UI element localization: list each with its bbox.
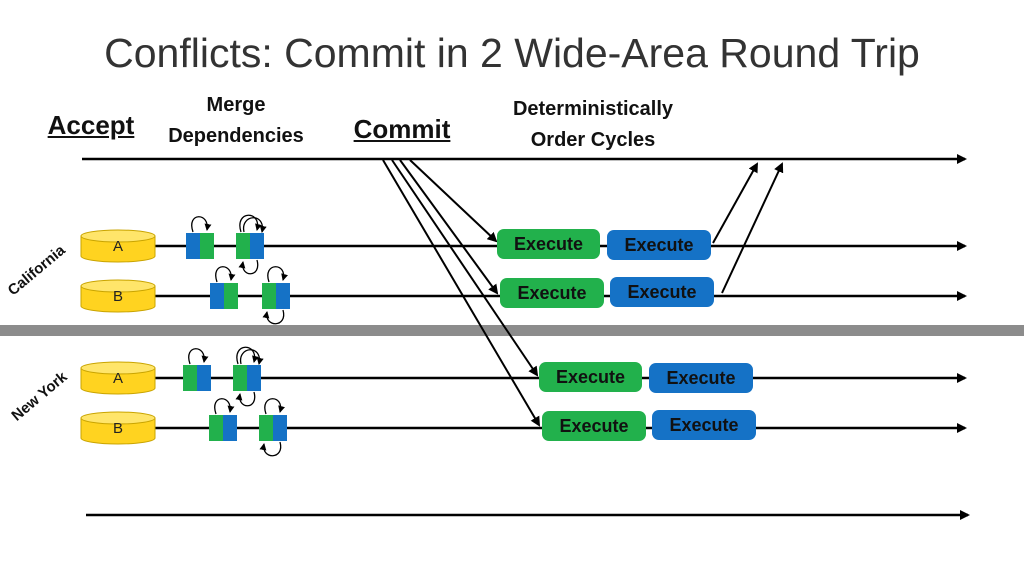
loop-ny-b-1	[214, 398, 235, 415]
database-ny-b	[80, 411, 156, 445]
dep-block-ca-b-1	[210, 283, 238, 309]
loop-ca-a-1	[191, 216, 212, 233]
execute-box-ca-a-2: Execute	[607, 230, 711, 260]
execute-box-ny-b-2: Execute	[652, 410, 756, 440]
loop-ny-a-1	[188, 348, 209, 365]
header-merge-dependencies: Merge Dependencies	[156, 90, 316, 152]
execute-box-ca-b-1: Execute	[500, 278, 604, 308]
loop-ca-a-2a	[239, 214, 262, 233]
database-ny-a	[80, 361, 156, 395]
dep-block-ny-a-2	[233, 365, 261, 391]
loop-ca-a-2c	[238, 259, 259, 275]
database-ca-a	[80, 229, 156, 263]
header-merge-line2: Dependencies	[168, 125, 304, 147]
commit-arrow-ny-b	[382, 159, 541, 427]
slide-title: Conflicts: Commit in 2 Wide-Area Round T…	[104, 30, 920, 76]
header-order-line2: Order Cycles	[530, 129, 656, 151]
execute-box-ny-a-2: Execute	[649, 363, 753, 393]
commit-arrow-ca-b	[399, 159, 499, 295]
commit-arrow-ca-a	[409, 159, 498, 243]
header-commit: Commit	[353, 114, 451, 144]
dep-block-ca-b-2	[262, 283, 290, 309]
loop-ca-a-2b	[243, 217, 267, 233]
dep-block-ca-a-2	[236, 233, 264, 259]
loop-ca-b-2b	[262, 309, 285, 325]
execute-box-ny-b-1: Execute	[542, 411, 646, 441]
dependency-blocks	[183, 233, 290, 441]
database-ca-b	[80, 279, 156, 313]
replica-label-ca-a: A	[112, 238, 123, 255]
header-order-cycles: Deterministically Order Cycles	[488, 94, 698, 156]
loop-ny-a-2a	[236, 346, 259, 365]
replica-label-ny-a: A	[112, 370, 123, 387]
execute-box-ca-b-2: Execute	[610, 277, 714, 307]
loop-ca-b-2	[267, 266, 288, 283]
loop-ny-b-2b	[259, 441, 282, 457]
header-order-line1: Deterministically	[512, 98, 674, 120]
dep-block-ny-b-2	[259, 415, 287, 441]
reply-arrow-ca-a	[712, 162, 758, 244]
replica-label-ny-b: B	[112, 420, 123, 437]
reply-arrows	[712, 162, 784, 294]
loop-ny-a-2b	[240, 349, 264, 365]
reply-arrow-ca-b	[721, 162, 784, 294]
dep-block-ny-a-1	[183, 365, 211, 391]
dependency-loops	[188, 214, 288, 457]
loop-ca-b-1	[215, 266, 236, 283]
commit-arrows	[382, 159, 541, 427]
execute-box-ca-a-1: Execute	[497, 229, 600, 259]
dep-block-ca-a-1	[186, 233, 214, 259]
commit-arrow-ny-a	[391, 159, 539, 377]
region-divider	[0, 325, 1024, 336]
dep-block-ny-b-1	[209, 415, 237, 441]
replica-label-ca-b: B	[112, 288, 123, 305]
loop-ny-a-2c	[235, 391, 256, 407]
header-merge-line1: Merge	[206, 94, 266, 116]
header-accept: Accept	[47, 110, 135, 140]
loop-ny-b-2	[264, 398, 285, 415]
execute-box-ny-a-1: Execute	[539, 362, 642, 392]
